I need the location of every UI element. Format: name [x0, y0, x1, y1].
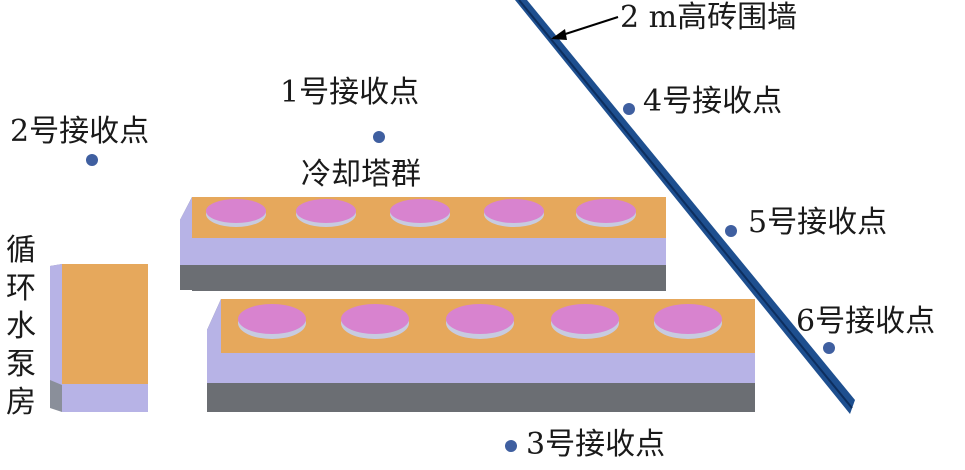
receiver-point-5: [725, 225, 737, 237]
receiver-point-1: [373, 131, 385, 143]
receiver-label-2: 2号接收点: [10, 114, 150, 149]
receiver-point-2: [86, 154, 98, 166]
receiver-label-4: 4号接收点: [643, 84, 783, 119]
cooling-tower-row-2: [207, 299, 755, 412]
tower-basins-row-1: [206, 199, 636, 227]
receiver-label-1: 1号接收点: [280, 75, 420, 110]
cooling-towers-label: 冷却塔群: [301, 157, 421, 192]
receiver-label-6: 6号接收点: [796, 304, 936, 339]
receiver-label-3: 3号接收点: [526, 427, 666, 462]
receiver-point-4: [623, 103, 635, 115]
brick-wall: [515, 0, 855, 414]
receiver-point-6: [823, 342, 835, 354]
cooling-tower-row-1: [180, 197, 666, 291]
tower-basins-row-2: [238, 304, 722, 339]
wall-pointer-arrow: [551, 16, 619, 40]
pump-house-block: [50, 264, 148, 412]
wall-label: 2 m高砖围墙: [620, 0, 798, 35]
receiver-label-5: 5号接收点: [748, 205, 888, 240]
receiver-point-3: [505, 440, 517, 452]
pump-house-label: 循环水泵房: [6, 233, 36, 420]
